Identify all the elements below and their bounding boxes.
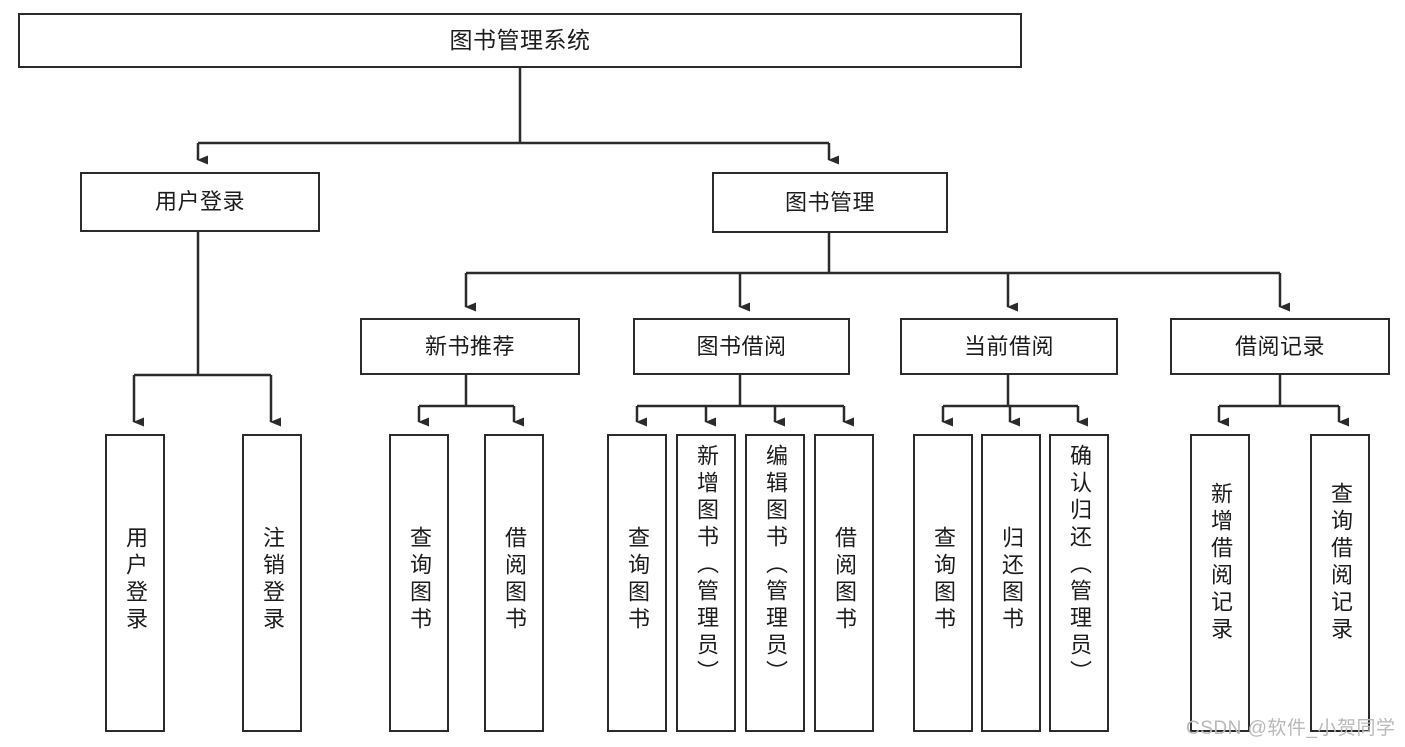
leaf-borrow-borrow-book-label: 借阅图书 [832, 526, 857, 634]
leaf-record-query-label: 查询借阅记录 [1328, 482, 1353, 644]
leaf-borrow-add-book[interactable]: 新增图书（管理员） [676, 434, 736, 732]
leaf-newbook-query-book-label: 查询图书 [407, 526, 432, 634]
leaf-user-login-label: 用户登录 [123, 526, 148, 634]
leaf-user-logout[interactable]: 注销登录 [242, 434, 302, 732]
node-current-borrow-label: 当前借阅 [963, 333, 1054, 359]
leaf-record-add[interactable]: 新增借阅记录 [1190, 434, 1250, 732]
watermark: CSDN @软件_小贺同学 [1186, 718, 1396, 739]
node-book-management[interactable]: 图书管理 [712, 172, 948, 233]
leaf-borrow-borrow-book[interactable]: 借阅图书 [814, 434, 874, 732]
leaf-current-return-book-label: 归还图书 [999, 526, 1024, 634]
leaf-user-logout-label: 注销登录 [260, 526, 285, 634]
node-user-login-label: 用户登录 [154, 189, 245, 215]
leaf-borrow-add-book-label: 新增图书（管理员） [694, 444, 719, 687]
leaf-borrow-edit-book[interactable]: 编辑图书（管理员） [745, 434, 805, 732]
leaf-current-confirm-return[interactable]: 确认归还（管理员） [1049, 434, 1109, 732]
node-borrow-record[interactable]: 借阅记录 [1170, 318, 1390, 375]
node-book-borrow[interactable]: 图书借阅 [633, 318, 850, 375]
node-user-login[interactable]: 用户登录 [80, 172, 320, 232]
leaf-current-return-book[interactable]: 归还图书 [981, 434, 1041, 732]
leaf-record-query[interactable]: 查询借阅记录 [1310, 434, 1370, 732]
leaf-borrow-query-book-label: 查询图书 [625, 526, 650, 634]
node-root-label: 图书管理系统 [449, 27, 591, 54]
leaf-record-add-label: 新增借阅记录 [1208, 482, 1233, 644]
leaf-newbook-query-book[interactable]: 查询图书 [389, 434, 449, 732]
leaf-newbook-borrow-book-label: 借阅图书 [502, 526, 527, 634]
leaf-borrow-edit-book-label: 编辑图书（管理员） [763, 444, 788, 687]
node-root[interactable]: 图书管理系统 [18, 13, 1022, 68]
node-current-borrow[interactable]: 当前借阅 [900, 318, 1118, 375]
node-book-borrow-label: 图书借阅 [696, 333, 787, 359]
leaf-current-query-book[interactable]: 查询图书 [913, 434, 973, 732]
leaf-current-confirm-return-label: 确认归还（管理员） [1067, 444, 1092, 687]
node-new-book-recommend[interactable]: 新书推荐 [360, 318, 580, 375]
leaf-current-query-book-label: 查询图书 [931, 526, 956, 634]
leaf-user-login[interactable]: 用户登录 [105, 434, 165, 732]
leaf-newbook-borrow-book[interactable]: 借阅图书 [484, 434, 544, 732]
leaf-borrow-query-book[interactable]: 查询图书 [607, 434, 667, 732]
node-borrow-record-label: 借阅记录 [1234, 333, 1325, 359]
node-new-book-recommend-label: 新书推荐 [424, 333, 515, 359]
node-book-management-label: 图书管理 [784, 189, 875, 215]
